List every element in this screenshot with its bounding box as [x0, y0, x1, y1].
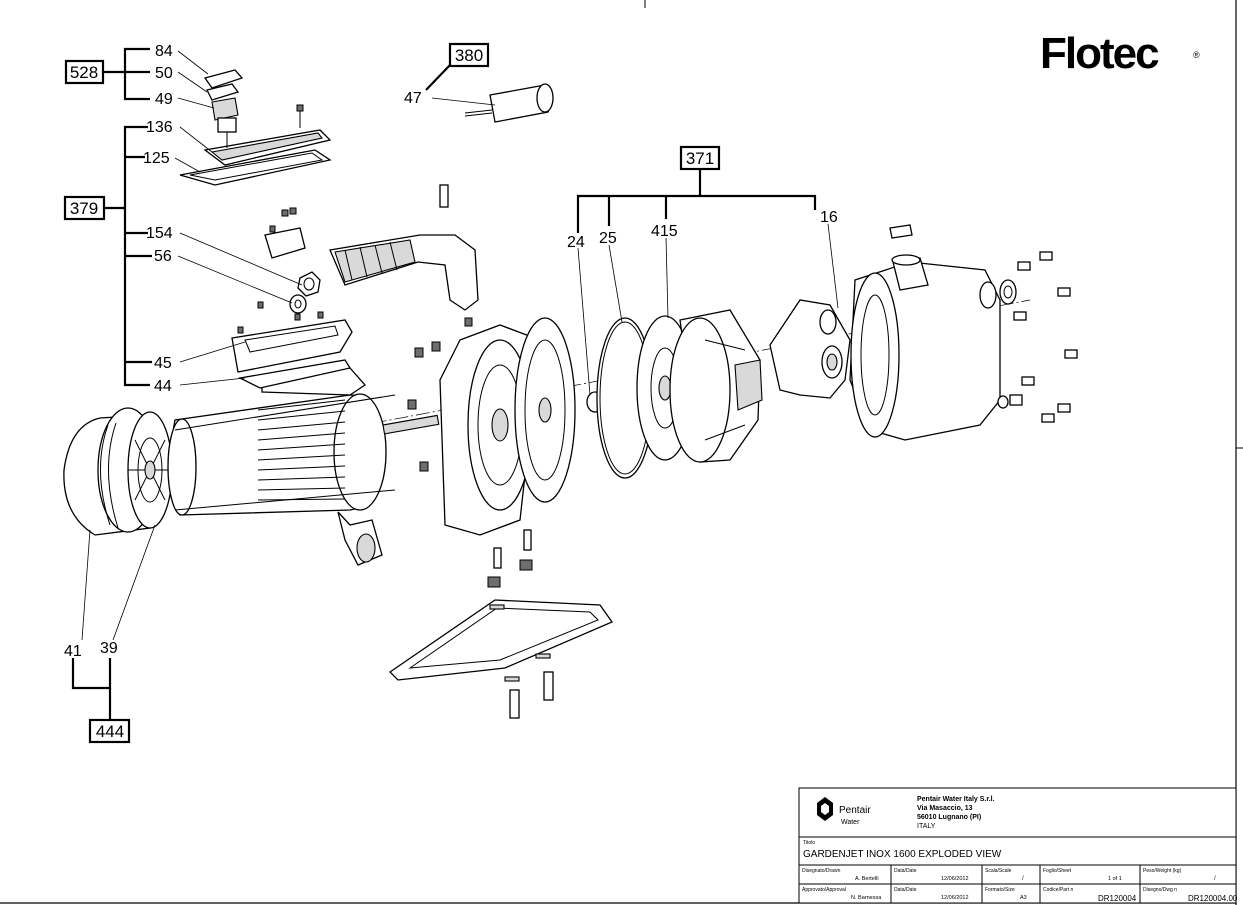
pump-body	[849, 224, 1078, 441]
callout-415: 415	[651, 223, 678, 240]
dwg-label: Disegno/Dwg n	[1143, 887, 1177, 893]
motor-body	[167, 367, 440, 566]
date-label-2: Data/Date	[894, 887, 917, 893]
registered-mark: ®	[1193, 50, 1200, 60]
ejector-16	[769, 299, 851, 399]
format-value: A3	[1020, 895, 1027, 901]
approved-date: 12/06/2012	[941, 895, 969, 901]
bracket-444	[71, 658, 131, 744]
callout-154: 154	[146, 225, 173, 242]
callout-49: 49	[155, 91, 173, 108]
address-line-2: Via Masaccio, 13	[917, 805, 973, 812]
callout-45: 45	[154, 355, 172, 372]
sheet-label: Foglio/Sheet	[1043, 868, 1072, 874]
pressure-switch-parts	[203, 69, 244, 148]
drawing-title: GARDENJET INOX 1600 EXPLODED VIEW	[803, 849, 1002, 860]
flotec-logo: Flotec ®	[1040, 29, 1200, 78]
weight-label: Peso/Weight (kg)	[1143, 868, 1182, 874]
callout-47: 47	[404, 90, 422, 107]
pentair-logo-sub: Water	[841, 819, 860, 826]
format-label: Formato/Size	[985, 887, 1015, 893]
scale-label: Scala/Scale	[985, 868, 1012, 874]
callout-56: 56	[154, 248, 172, 265]
pump-base	[388, 529, 613, 719]
bracket-371	[576, 145, 839, 396]
address-line-3: 56010 Lugnano (PI)	[917, 814, 981, 821]
bracket-379	[63, 125, 152, 387]
assembly-528: 528	[70, 63, 98, 82]
part-code: DR120004	[1098, 894, 1137, 903]
terminal-box-cover	[179, 104, 353, 389]
title-block: Pentair Water Pentair Water Italy S.r.l.…	[798, 787, 1238, 904]
pentair-logo: Pentair Water	[817, 797, 871, 826]
approved-by: N. Barnessa	[851, 895, 882, 901]
address-line-1: Pentair Water Italy S.r.l.	[917, 796, 995, 803]
assembly-444: 444	[96, 722, 124, 741]
drawn-label: Disegnato/Drawn	[802, 868, 841, 874]
title-label: Titolo	[803, 840, 815, 846]
callout-136: 136	[146, 119, 173, 136]
pentair-logo-word: Pentair	[839, 805, 871, 816]
seal-plate	[514, 317, 576, 503]
dwg-number: DR120004.00	[1188, 894, 1238, 903]
handle	[329, 184, 479, 361]
address-line-4: ITALY	[917, 823, 936, 830]
weight-value: /	[1214, 876, 1216, 882]
callout-25: 25	[599, 230, 617, 247]
assembly-371: 371	[686, 149, 714, 168]
scale-value: /	[1022, 876, 1024, 882]
drawn-date: 12/06/2012	[941, 876, 969, 882]
impeller-diffuser-415	[636, 309, 763, 463]
approved-label: Approvato/Approval	[802, 887, 846, 893]
leader-lines	[81, 50, 496, 641]
callout-39: 39	[100, 640, 118, 657]
bracket-528	[64, 47, 150, 101]
flotec-logo-text: Flotec	[1040, 29, 1159, 78]
callout-16: 16	[820, 209, 838, 226]
callout-41: 41	[64, 643, 82, 660]
assembly-numbers: 528 380 379 371 444	[70, 46, 714, 741]
drawn-by: A. Bertelli	[855, 876, 879, 882]
callout-84: 84	[155, 43, 173, 60]
fan-39	[127, 411, 173, 529]
assembly-380: 380	[455, 46, 483, 65]
callout-125: 125	[143, 150, 170, 167]
assembly-379: 379	[70, 199, 98, 218]
callout-50: 50	[155, 65, 173, 82]
callout-44: 44	[154, 378, 172, 395]
bracket-380	[425, 42, 490, 91]
date-label-1: Data/Date	[894, 868, 917, 874]
callout-24: 24	[567, 234, 585, 251]
capacitor-47	[464, 83, 554, 123]
part-code-label: Codice/Part n	[1043, 887, 1074, 893]
sheet-value: 1 of 1	[1108, 876, 1122, 882]
part-callouts: 84 50 49 47 136 125 154 56 45 44 24 25 4…	[64, 43, 838, 660]
